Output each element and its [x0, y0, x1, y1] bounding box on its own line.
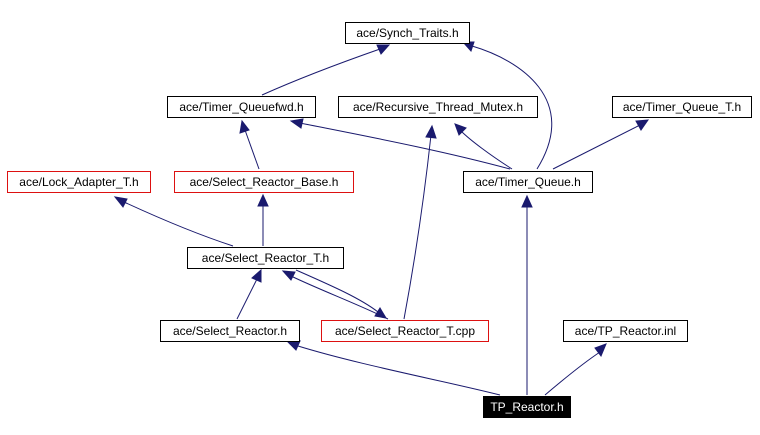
node-select-reactor-base[interactable]: ace/Select_Reactor_Base.h [174, 171, 354, 193]
edge-arrowhead [257, 193, 269, 207]
edge-arrowhead [376, 44, 391, 55]
node-select-reactor-t-h[interactable]: ace/Select_Reactor_T.h [187, 247, 344, 269]
edge-arrowhead [454, 123, 467, 136]
node-tp-reactor: TP_Reactor.h [483, 396, 571, 418]
edge-arrowhead [239, 119, 250, 134]
node-synch-traits[interactable]: ace/Synch_Traits.h [345, 22, 470, 44]
edge-select-reactor-t-cpp-to-select-reactor-t [290, 275, 389, 320]
node-select-reactor[interactable]: ace/Select_Reactor.h [160, 320, 300, 342]
edge-arrowhead [594, 343, 607, 357]
edge-timer-queue-to-synch-traits [471, 45, 553, 170]
node-timer-queue-t[interactable]: ace/Timer_Queue_T.h [612, 96, 752, 118]
edge-select-reactor-base-to-timer-queuefwd [244, 129, 260, 170]
edge-arrowhead [286, 340, 301, 351]
edge-arrowhead [251, 268, 262, 283]
edge-timer-queue-to-recursive-thread-mutex [460, 130, 513, 170]
edge-timer-queue-to-timer-queue-t [552, 124, 641, 170]
edge-arrowhead [281, 270, 296, 281]
edge-arrowhead [425, 124, 437, 139]
edge-arrowhead [635, 119, 650, 131]
edge-arrowhead [374, 307, 387, 319]
edge-select-reactor-t-to-lock-adapter [123, 201, 234, 247]
node-recursive-thread-mutex[interactable]: ace/Recursive_Thread_Mutex.h [338, 96, 538, 118]
edge-select-reactor-t-cpp-to-recursive-thread-mutex [403, 134, 432, 320]
node-lock-adapter-t[interactable]: ace/Lock_Adapter_T.h [7, 171, 151, 193]
edge-select-reactor-to-select-reactor-t [236, 278, 258, 320]
node-timer-queuefwd[interactable]: ace/Timer_Queuefwd.h [167, 96, 316, 118]
edge-arrowhead [113, 196, 128, 208]
edge-arrowhead [289, 118, 304, 129]
edge-tp-reactor-to-tp-reactor-inl [544, 351, 601, 396]
edge-select-reactor-t-to-select-reactor-t-cpp [295, 269, 379, 313]
node-timer-queue[interactable]: ace/Timer_Queue.h [463, 171, 593, 193]
edge-tp-reactor-to-select-reactor [297, 345, 501, 396]
edge-timer-queue-to-timer-queuefwd [299, 122, 511, 170]
edge-arrowhead [521, 194, 533, 208]
node-tp-reactor-inl[interactable]: ace/TP_Reactor.inl [563, 320, 688, 342]
node-select-reactor-t-cpp[interactable]: ace/Select_Reactor_T.cpp [321, 320, 489, 342]
edge-timer-queuefwd-to-synch-traits [261, 48, 381, 96]
